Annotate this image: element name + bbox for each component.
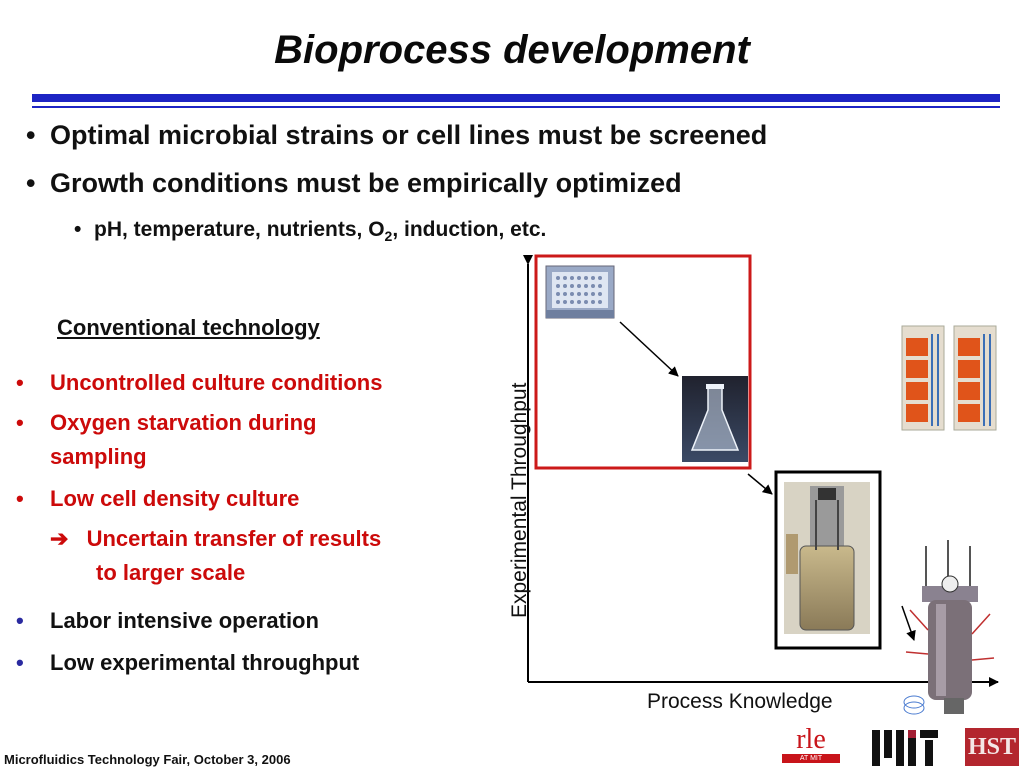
high-throughput-box: [534, 254, 752, 470]
bullet-growth-text: Growth conditions must be empirically op…: [50, 168, 682, 198]
bullet-dot: •: [16, 486, 24, 511]
mit-logo: [872, 730, 938, 766]
bench-bioreactor-box: [774, 470, 882, 650]
conventional-heading: Conventional technology: [57, 315, 320, 340]
bullet-dot: •: [26, 120, 36, 150]
slide-title: Bioprocess development: [274, 28, 750, 72]
bullet-strains-text: Optimal microbial strains or cell lines …: [50, 120, 768, 150]
hst-logo-text: HST: [967, 734, 1017, 760]
bullet-strains: • Optimal microbial strains or cell line…: [26, 120, 768, 151]
bullet-growth: • Growth conditions must be empirically …: [26, 168, 682, 199]
right-arrow-icon: ➔: [50, 526, 69, 551]
sub-bullet-conditions: • pH, temperature, nutrients, O2, induct…: [74, 218, 547, 245]
list-item: • Labor intensive operation: [16, 608, 319, 634]
arrow-plate-to-flask: [619, 321, 679, 377]
result-arrow-line: ➔ Uncertain transfer of results: [50, 526, 381, 552]
list-item: • Uncontrolled culture conditions: [16, 370, 383, 396]
list-item-text: Low cell density culture: [50, 486, 300, 511]
list-item-text: Oxygen starvation during: [50, 410, 317, 435]
arrow-to-industrial-reactor: [901, 605, 916, 641]
throughput-knowledge-diagram: [523, 254, 999, 715]
list-item: • Low experimental throughput: [16, 650, 360, 676]
list-item-continuation: to larger scale: [96, 560, 246, 585]
o2-subscript: 2: [384, 228, 393, 245]
microplate-image: [545, 265, 615, 319]
microfluidic-chip-images: [901, 325, 997, 431]
hst-logo: HST: [965, 728, 1019, 766]
flask-image: [682, 376, 748, 462]
bullet-dot: •: [16, 650, 24, 675]
footer-text: Microfluidics Technology Fair, October 3…: [4, 752, 291, 767]
y-axis-label: Experimental Throughput: [508, 382, 531, 618]
bullet-dot: •: [16, 370, 24, 395]
bullet-dot: •: [16, 608, 24, 633]
list-item-text: Low experimental throughput: [50, 650, 360, 675]
bullet-dot: •: [16, 410, 24, 435]
x-axis-label: Process Knowledge: [647, 690, 833, 713]
list-item: • Low cell density culture: [16, 486, 300, 512]
arrow-flask-to-bioreactor: [747, 473, 773, 495]
industrial-bioreactor-image: [903, 540, 995, 715]
title-rule-thin: [32, 106, 1000, 108]
sub-bullet-text: pH, temperature, nutrients, O: [94, 218, 385, 241]
title-rule-thick: [32, 94, 1000, 102]
rle-logo-text: rle: [796, 724, 826, 755]
bullet-dot: •: [26, 168, 36, 198]
rle-logo: rle AT MIT: [782, 726, 840, 764]
list-item-text: Labor intensive operation: [50, 608, 319, 633]
list-item-text: Uncontrolled culture conditions: [50, 370, 383, 395]
bench-bioreactor-image: [784, 482, 870, 634]
list-item-text: Uncertain transfer of results: [86, 526, 382, 551]
sub-bullet-text-suffix: , induction, etc.: [392, 218, 547, 241]
bullet-dot: •: [74, 218, 82, 241]
list-item: • Oxygen starvation during: [16, 410, 317, 436]
rle-logo-sub: AT MIT: [782, 754, 840, 763]
list-item-continuation: sampling: [50, 444, 147, 469]
